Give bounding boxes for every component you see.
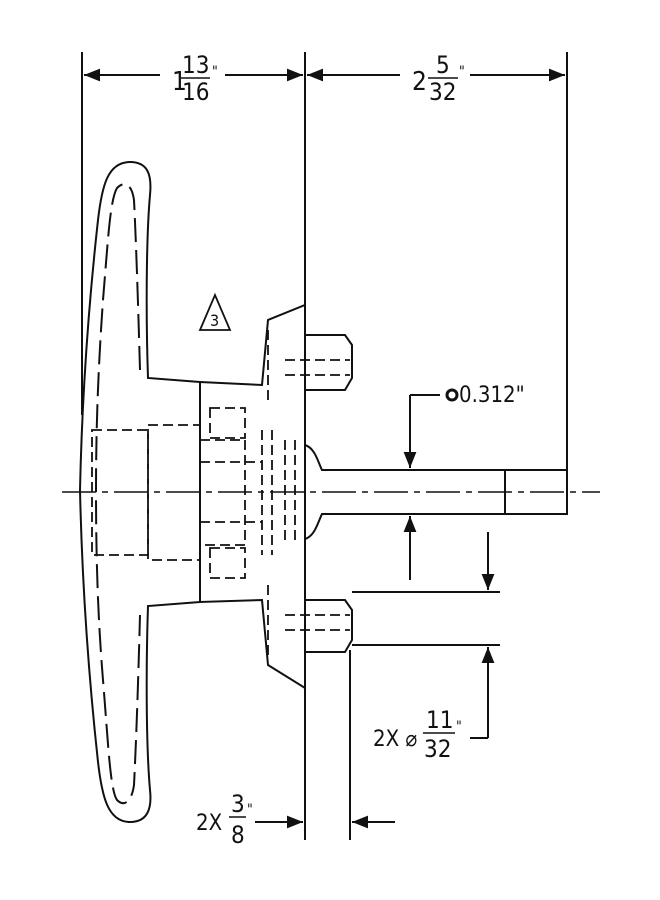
dim-boss-offset: 2X 3 8 " <box>196 790 253 849</box>
svg-text:32: 32 <box>429 78 456 106</box>
flange-profile-lower <box>305 599 353 653</box>
svg-text:": " <box>459 64 465 80</box>
svg-text:": " <box>247 802 253 818</box>
note-triangle <box>198 292 232 331</box>
note-triangle-label: 3 <box>210 311 219 330</box>
svg-text:2X ⌀: 2X ⌀ <box>373 727 417 752</box>
handle-outline <box>78 160 201 824</box>
dim-mount-hole: 2X ⌀ 11 32 " <box>373 706 462 763</box>
svg-text:16: 16 <box>182 78 209 106</box>
svg-text:13: 13 <box>182 51 209 79</box>
dim-shaft-diameter: 0.312" <box>459 383 525 408</box>
flange-profile <box>305 334 353 391</box>
svg-text:": " <box>456 719 462 735</box>
svg-text:2X: 2X <box>196 811 222 836</box>
svg-text:1: 1 <box>172 67 187 97</box>
dim-shaft-length: 2 5 32 " <box>412 51 465 106</box>
svg-text:32: 32 <box>424 735 451 763</box>
hub-outline <box>199 303 306 690</box>
svg-text:8: 8 <box>231 821 245 849</box>
svg-text:5: 5 <box>436 51 450 79</box>
hidden-lines <box>91 330 350 660</box>
svg-text:2: 2 <box>412 67 427 97</box>
dim-handle-depth: 1 13 16 " <box>172 51 218 106</box>
svg-text:0.312": 0.312" <box>459 383 525 408</box>
svg-text:11: 11 <box>426 706 453 734</box>
svg-text:3: 3 <box>231 790 245 818</box>
diameter-symbol-icon <box>445 388 459 402</box>
svg-text:": " <box>212 64 218 80</box>
shaft-outline <box>304 444 568 540</box>
handle-inner-dashed <box>94 183 141 805</box>
